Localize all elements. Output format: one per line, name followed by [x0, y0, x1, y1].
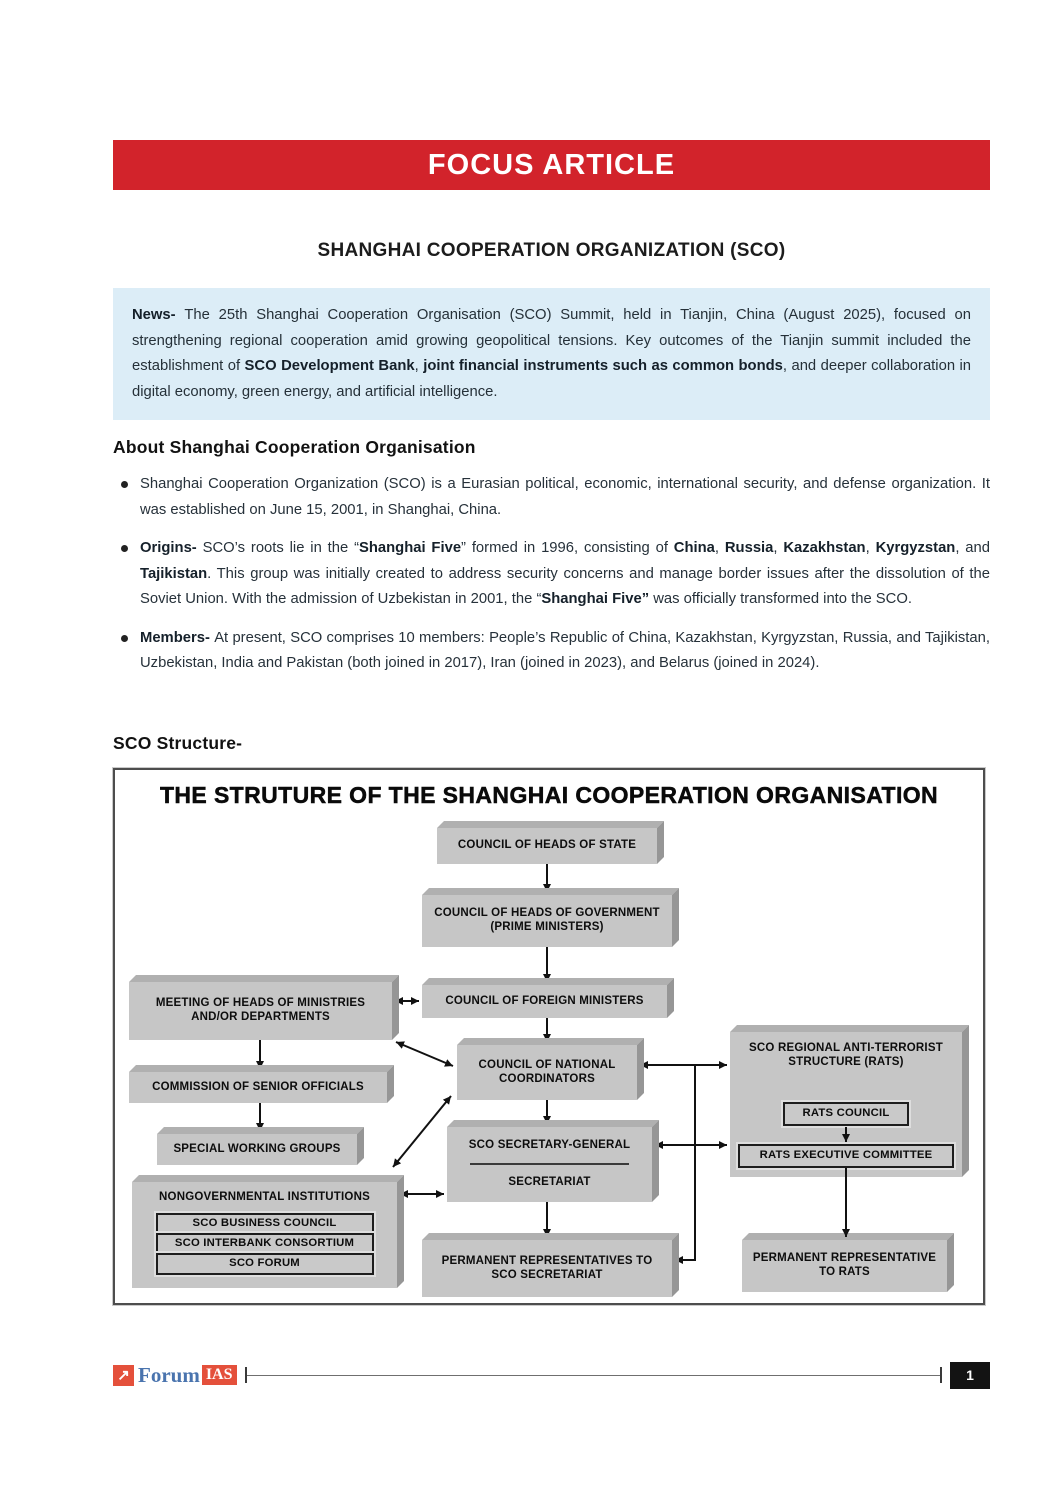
- node-council-heads-of-state: COUNCIL OF HEADS OF STATE: [437, 828, 657, 864]
- about-bullet-list: Shanghai Cooperation Organization (SCO) …: [113, 472, 990, 690]
- page-footer: ↗ Forum IAS 1: [113, 1358, 990, 1392]
- footer-rule: [246, 1374, 940, 1376]
- bullet-origins: Origins- SCO’s roots lie in the “Shangha…: [113, 536, 990, 613]
- node-rats-executive-committee: RATS EXECUTIVE COMMITTEE: [738, 1144, 954, 1168]
- diagram-title: THE STRUTURE OF THE SHANGHAI COOPERATION…: [159, 782, 939, 809]
- rats-label: SCO REGIONAL ANTI-TERRORIST STRUCTURE (R…: [749, 1042, 943, 1068]
- bullet-members: Members- At present, SCO comprises 10 me…: [113, 626, 990, 677]
- bullet-dot: [121, 481, 128, 488]
- banner-label: FOCUS ARTICLE: [427, 148, 676, 181]
- sg-divider: [470, 1163, 629, 1166]
- forumias-ias-badge: IAS: [201, 1365, 237, 1385]
- bullet-overview: Shanghai Cooperation Organization (SCO) …: [113, 472, 990, 523]
- secretariat-label: SECRETARIAT: [508, 1175, 591, 1188]
- sco-structure-heading: SCO Structure-: [113, 733, 243, 753]
- node-sco-business-council: SCO BUSINESS COUNCIL: [155, 1212, 374, 1235]
- node-sco-forum: SCO FORUM: [155, 1252, 374, 1275]
- forumias-logo-text: Forum: [138, 1362, 200, 1387]
- bullet-dot: [121, 634, 128, 642]
- node-council-national-coordinators: COUNCIL OF NATIONAL COORDINATORS: [457, 1045, 637, 1100]
- node-nongovernmental-institutions: NONGOVERNMENTAL INSTITUTIONS SCO BUSINES…: [132, 1182, 397, 1288]
- node-meeting-heads-ministries: MEETING OF HEADS OF MINISTRIES AND/OR DE…: [129, 982, 392, 1040]
- footer-rule-right-tick: [940, 1367, 942, 1383]
- node-council-heads-of-government: COUNCIL OF HEADS OF GOVERNMENT (PRIME MI…: [422, 895, 672, 947]
- about-heading: About Shanghai Cooperation Organisation: [113, 437, 476, 457]
- bullet-text: Origins- SCO’s roots lie in the “Shangha…: [140, 540, 990, 607]
- bullet-text: Shanghai Cooperation Organization (SCO) …: [140, 476, 990, 518]
- forumias-arrow-icon: ↗: [113, 1364, 134, 1386]
- focus-article-banner: FOCUS ARTICLE: [113, 140, 990, 190]
- sg-label: SCO SECRETARY-GENERAL: [468, 1139, 631, 1152]
- node-permanent-rep-rats: PERMANENT REPRESENTATIVE TO RATS: [742, 1240, 947, 1292]
- bullet-text: Members- At present, SCO comprises 10 me…: [140, 629, 990, 672]
- page-number-badge: 1: [950, 1361, 990, 1389]
- node-commission-senior-officials: COMMISSION OF SENIOR OFFICIALS: [129, 1072, 387, 1103]
- node-permanent-reps-sco-secretariat: PERMANENT REPRESENTATIVES TO SCO SECRETA…: [422, 1240, 672, 1297]
- article-title: SHANGHAI COOPERATION ORGANIZATION (SCO): [317, 240, 786, 261]
- news-box: News- The 25th Shanghai Cooperation Orga…: [113, 288, 990, 420]
- footer-rule-left-tick: [244, 1367, 247, 1383]
- node-secretary-general-secretariat: SCO SECRETARY-GENERAL SECRETARIAT: [447, 1127, 652, 1202]
- sco-structure-diagram: THE STRUTURE OF THE SHANGHAI COOPERATION…: [112, 767, 986, 1306]
- node-rats-structure: SCO REGIONAL ANTI-TERRORIST STRUCTURE (R…: [730, 1032, 962, 1177]
- node-sco-interbank-consortium: SCO INTERBANK CONSORTIUM: [155, 1232, 374, 1255]
- node-rats-council: RATS COUNCIL: [783, 1102, 909, 1126]
- node-special-working-groups: SPECIAL WORKING GROUPS: [157, 1134, 357, 1165]
- ngi-label: NONGOVERNMENTAL INSTITUTIONS: [159, 1191, 370, 1203]
- ngi-sub-boxes: SCO BUSINESS COUNCIL SCO INTERBANK CONSO…: [155, 1212, 374, 1275]
- node-council-foreign-ministers: COUNCIL OF FOREIGN MINISTERS: [422, 985, 667, 1018]
- diagram-arrows: [256, 864, 727, 1264]
- bullet-dot: [121, 545, 128, 552]
